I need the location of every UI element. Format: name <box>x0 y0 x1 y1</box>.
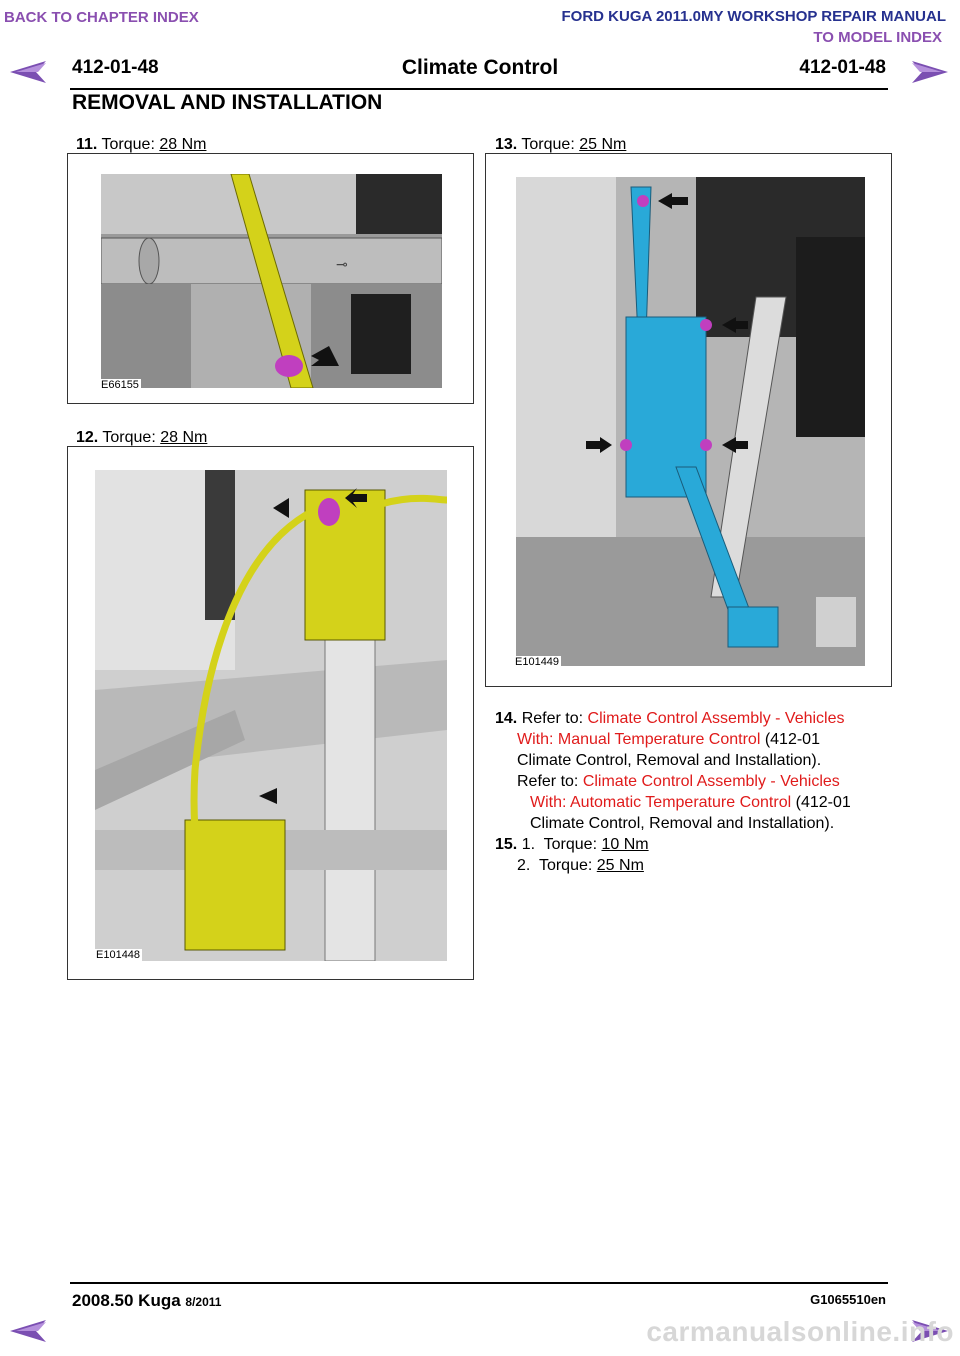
step-number: 11. <box>76 136 98 153</box>
page-code-left: 412-01-48 <box>72 57 159 78</box>
page-code-right: 412-01-48 <box>799 57 886 78</box>
section-title: REMOVAL AND INSTALLATION <box>72 91 383 114</box>
torque-value: 25 Nm <box>596 857 644 874</box>
prev-page-arrow-icon[interactable] <box>10 1320 52 1342</box>
to-model-index-link[interactable]: TO MODEL INDEX <box>813 29 942 46</box>
torque-label: Torque: <box>102 429 156 446</box>
back-to-chapter-index-link[interactable]: BACK TO CHAPTER INDEX <box>4 9 199 26</box>
next-page-arrow-icon[interactable] <box>906 1320 948 1342</box>
step-number: 15. <box>495 836 518 853</box>
refer-label: Refer to: <box>517 773 579 790</box>
refer-suffix-line: Climate Control, Removal and Installatio… <box>517 752 822 769</box>
watermark: carmanualsonline.info <box>646 1316 954 1347</box>
refer-link-manual-b[interactable]: With: Manual Temperature Control <box>517 731 761 748</box>
substep-number: 1. <box>521 836 536 853</box>
step-12: 12. Torque: 28 Nm <box>76 427 207 448</box>
refer-suffix: (412-01 <box>764 731 820 748</box>
figure-e66155: ⊸ E66155 <box>67 153 474 404</box>
torque-value: 25 Nm <box>579 136 627 153</box>
figure-e101448: E101448 <box>67 446 474 980</box>
figure-illustration <box>95 470 447 961</box>
figure-illustration <box>516 177 865 666</box>
footer-rule <box>70 1282 888 1284</box>
refer-label: Refer to: <box>521 710 584 727</box>
step-13: 13. Torque: 25 Nm <box>495 134 626 155</box>
header-rule <box>70 88 888 90</box>
next-page-arrow-icon[interactable] <box>906 61 948 83</box>
figure-id: E101448 <box>94 949 143 961</box>
torque-label: Torque: <box>538 857 593 874</box>
manual-title: FORD KUGA 2011.0MY WORKSHOP REPAIR MANUA… <box>561 8 947 25</box>
refer-link-auto-a[interactable]: Climate Control Assembly - Vehicles <box>582 773 840 790</box>
step-11: 11. Torque: 28 Nm <box>76 134 206 155</box>
step-15: 15. 1. Torque: 10 Nm 2. Torque: 25 Nm <box>495 834 895 876</box>
footer-doc-code: G1065510en <box>810 1292 886 1307</box>
figure-id: E101449 <box>513 656 562 668</box>
refer-suffix: (412-01 <box>795 794 851 811</box>
figure-id: E66155 <box>99 379 141 391</box>
figure-e101449: E101449 <box>485 153 892 687</box>
figure-illustration: ⊸ <box>101 174 442 388</box>
svg-text:⊸: ⊸ <box>336 256 348 272</box>
step-14: 14. Refer to: Climate Control Assembly -… <box>495 708 895 834</box>
step-number: 13. <box>495 136 518 153</box>
torque-value: 10 Nm <box>601 836 649 853</box>
torque-value: 28 Nm <box>159 136 207 153</box>
torque-label: Torque: <box>521 136 575 153</box>
refer-link-auto-b[interactable]: With: Automatic Temperature Control <box>530 794 792 811</box>
torque-value: 28 Nm <box>160 429 208 446</box>
step-number: 12. <box>76 429 99 446</box>
substep-number: 2. <box>517 857 531 874</box>
prev-page-arrow-icon[interactable] <box>10 61 52 83</box>
footer-model-name: 2008.50 Kuga <box>72 1291 181 1310</box>
step-number: 14. <box>495 710 518 727</box>
torque-label: Torque: <box>543 836 598 853</box>
page-title: Climate Control <box>401 56 559 79</box>
refer-link-manual-a[interactable]: Climate Control Assembly - Vehicles <box>587 710 845 727</box>
footer-date: 8/2011 <box>185 1295 222 1309</box>
torque-label: Torque: <box>101 136 155 153</box>
refer-suffix-line: Climate Control, Removal and Installatio… <box>530 815 835 832</box>
footer-model: 2008.50 Kuga 8/2011 <box>72 1291 221 1311</box>
